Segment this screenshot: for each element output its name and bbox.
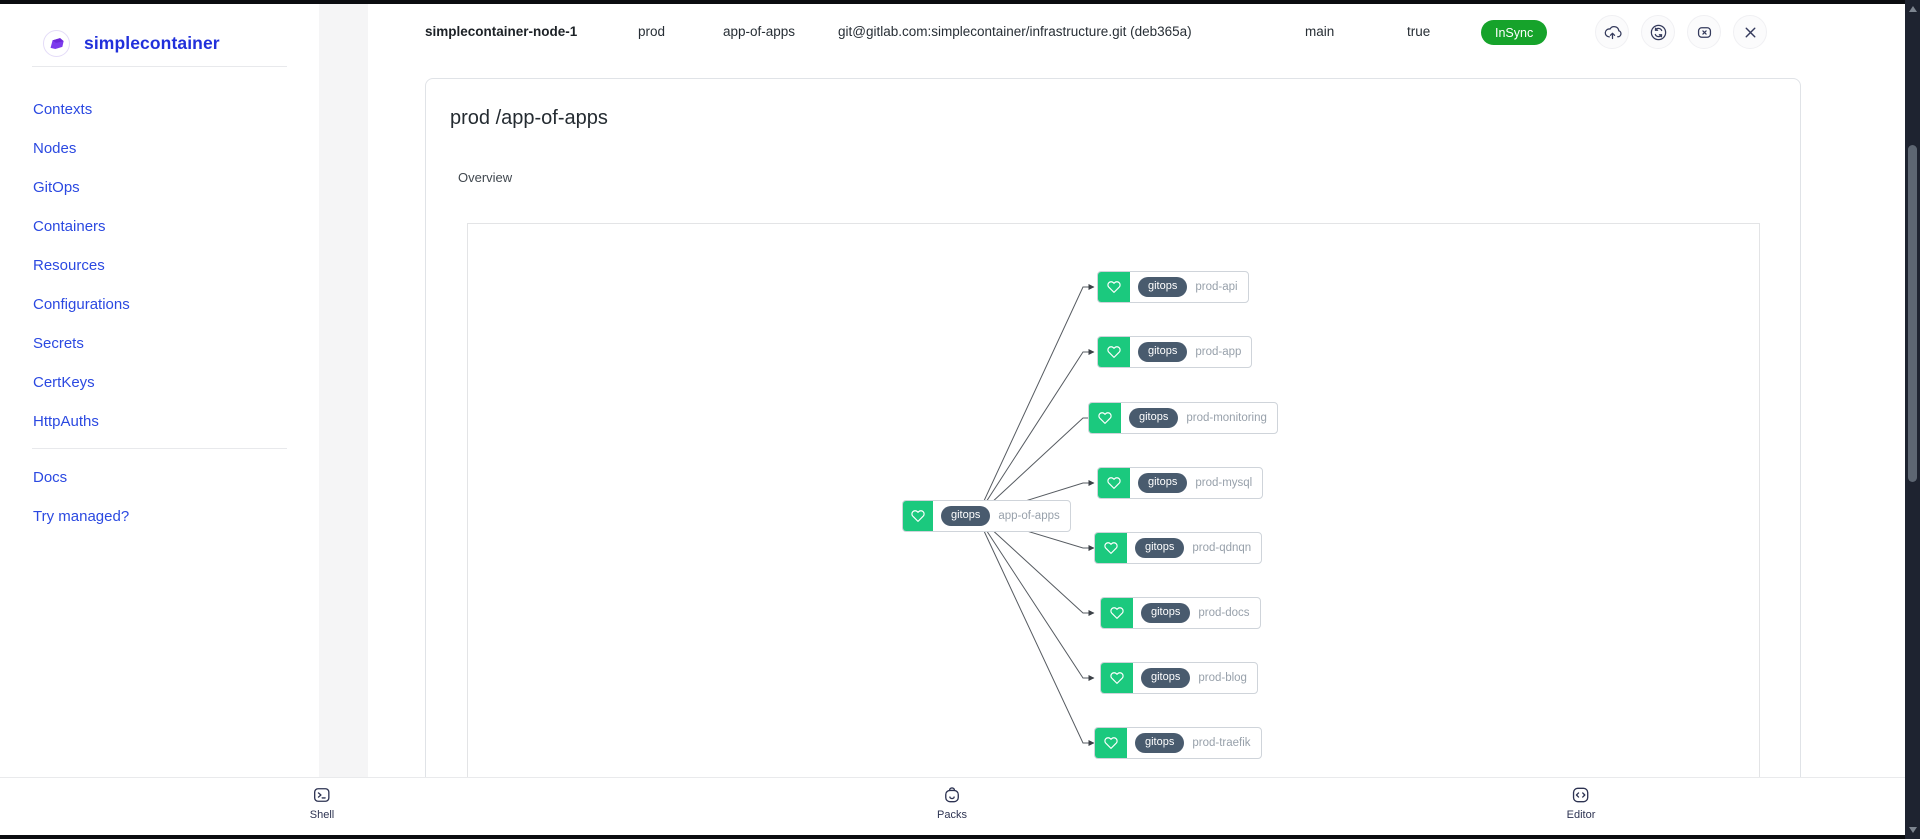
simplecontainer-logo-icon: [43, 30, 70, 57]
graph-node-prod-traefik[interactable]: gitops prod-traefik: [1094, 727, 1262, 759]
gitops-kind-badge: gitops: [941, 506, 991, 526]
graph-node-label: prod-mysql: [1195, 477, 1253, 489]
sidebar: simplecontainer Contexts Nodes GitOps Co…: [0, 4, 319, 839]
sync-button[interactable]: [1641, 15, 1675, 49]
bottom-toolbar: Shell Packs Editor: [0, 777, 1905, 835]
graph-node-label: prod-monitoring: [1186, 412, 1267, 424]
sidebar-divider: [32, 448, 287, 449]
top-strip: [0, 0, 1920, 4]
terminal-icon: [314, 788, 330, 802]
heart-icon: [1095, 728, 1127, 758]
sidebar-item-contexts[interactable]: Contexts: [33, 101, 93, 118]
gitops-kind-badge: gitops: [1135, 733, 1185, 753]
scroll-up-arrow-icon[interactable]: [1908, 6, 1917, 12]
graph-node-prod-qdnqn[interactable]: gitops prod-qdnqn: [1094, 532, 1263, 564]
heart-icon: [1101, 663, 1133, 693]
header-environment: prod: [638, 24, 666, 39]
gitops-kind-badge: gitops: [1141, 603, 1191, 623]
editor-label: Editor: [1566, 809, 1596, 821]
cloud-upload-button[interactable]: [1595, 15, 1629, 49]
header-application: app-of-apps: [723, 24, 796, 39]
heart-icon: [1089, 403, 1121, 433]
status-badge: InSync: [1481, 20, 1548, 45]
graph-node-prod-blog[interactable]: gitops prod-blog: [1100, 662, 1258, 694]
heart-icon: [1098, 272, 1130, 302]
heart-icon: [1098, 468, 1130, 498]
shell-label: Shell: [309, 809, 335, 821]
header-branch: main: [1305, 24, 1335, 39]
brand[interactable]: simplecontainer: [43, 30, 220, 57]
sidebar-divider: [32, 66, 287, 67]
heart-icon: [1098, 337, 1130, 367]
gitops-kind-badge: gitops: [1141, 668, 1191, 688]
graph-node-prod-mysql[interactable]: gitops prod-mysql: [1097, 467, 1264, 499]
sync-icon: [1650, 24, 1666, 40]
packs-label: Packs: [937, 809, 967, 821]
brand-name: simplecontainer: [84, 33, 220, 53]
heart-icon: [903, 501, 933, 531]
sidebar-secondary-nav: Docs Try managed?: [33, 458, 129, 536]
graph-node-label: prod-api: [1195, 281, 1238, 293]
heart-icon: [1101, 598, 1133, 628]
sidebar-nav: Contexts Nodes GitOps Containers Resourc…: [33, 90, 130, 441]
page-scrollbar[interactable]: [1905, 0, 1920, 839]
editor-button[interactable]: Editor: [1566, 785, 1596, 821]
sidebar-item-try-managed[interactable]: Try managed?: [33, 508, 130, 525]
cloud-upload-icon: [1604, 25, 1622, 39]
header-automatic-sync: true: [1407, 24, 1431, 39]
sidebar-item-httpauths[interactable]: HttpAuths: [33, 413, 99, 430]
gitops-kind-badge: gitops: [1138, 277, 1188, 297]
page-title: prod /app-of-apps: [450, 107, 608, 129]
gitops-detail-card: prod /app-of-apps Overview: [425, 78, 1801, 777]
layout-gutter: [319, 4, 368, 777]
graph-node-prod-docs[interactable]: gitops prod-docs: [1100, 597, 1261, 629]
close-icon: [1745, 27, 1755, 37]
gitops-kind-badge: gitops: [1138, 342, 1188, 362]
graph-node-prod-app[interactable]: gitops prod-app: [1097, 336, 1253, 368]
graph-node-prod-api[interactable]: gitops prod-api: [1097, 271, 1249, 303]
packs-button[interactable]: Packs: [937, 785, 967, 821]
bottom-strip: [0, 835, 1905, 839]
scroll-down-arrow-icon[interactable]: [1908, 827, 1917, 833]
gitops-kind-badge: gitops: [1135, 538, 1185, 558]
sidebar-item-resources[interactable]: Resources: [33, 257, 105, 274]
graph-node-label: app-of-apps: [998, 510, 1060, 522]
close-button[interactable]: [1733, 15, 1767, 49]
backpack-icon: [945, 787, 959, 803]
sidebar-item-containers[interactable]: Containers: [33, 218, 106, 235]
sidebar-item-gitops[interactable]: GitOps: [33, 179, 80, 196]
header-repository: git@gitlab.com:simplecontainer/infrastru…: [838, 24, 1192, 39]
graph-node-root[interactable]: gitops app-of-apps: [902, 500, 1071, 532]
clear-square-button[interactable]: [1687, 15, 1721, 49]
gitops-kind-badge: gitops: [1138, 473, 1188, 493]
graph-node-label: prod-docs: [1198, 607, 1250, 619]
main-content: simplecontainer-node-1 prod app-of-apps …: [368, 4, 1905, 777]
graph-node-label: prod-app: [1195, 346, 1242, 358]
heart-icon: [1095, 533, 1127, 563]
graph-edges: [976, 284, 1095, 746]
sidebar-item-configurations[interactable]: Configurations: [33, 296, 130, 313]
clear-square-icon: [1697, 26, 1711, 38]
graph-node-label: prod-qdnqn: [1192, 542, 1252, 554]
code-icon: [1573, 787, 1589, 803]
gitops-kind-badge: gitops: [1129, 408, 1179, 428]
sidebar-item-certkeys[interactable]: CertKeys: [33, 374, 95, 391]
graph-node-label: prod-blog: [1198, 672, 1247, 684]
sidebar-item-nodes[interactable]: Nodes: [33, 140, 77, 157]
shell-button[interactable]: Shell: [310, 785, 334, 821]
sidebar-item-secrets[interactable]: Secrets: [33, 335, 84, 352]
tab-overview[interactable]: Overview: [458, 170, 513, 185]
scrollbar-thumb[interactable]: [1908, 145, 1917, 482]
dependency-graph: gitops app-of-apps gitops prod-api gitop…: [467, 223, 1760, 777]
header-node-name: simplecontainer-node-1: [425, 24, 578, 39]
sidebar-item-docs[interactable]: Docs: [33, 469, 68, 486]
graph-node-label: prod-traefik: [1192, 737, 1251, 749]
graph-node-prod-monitoring[interactable]: gitops prod-monitoring: [1088, 402, 1278, 434]
